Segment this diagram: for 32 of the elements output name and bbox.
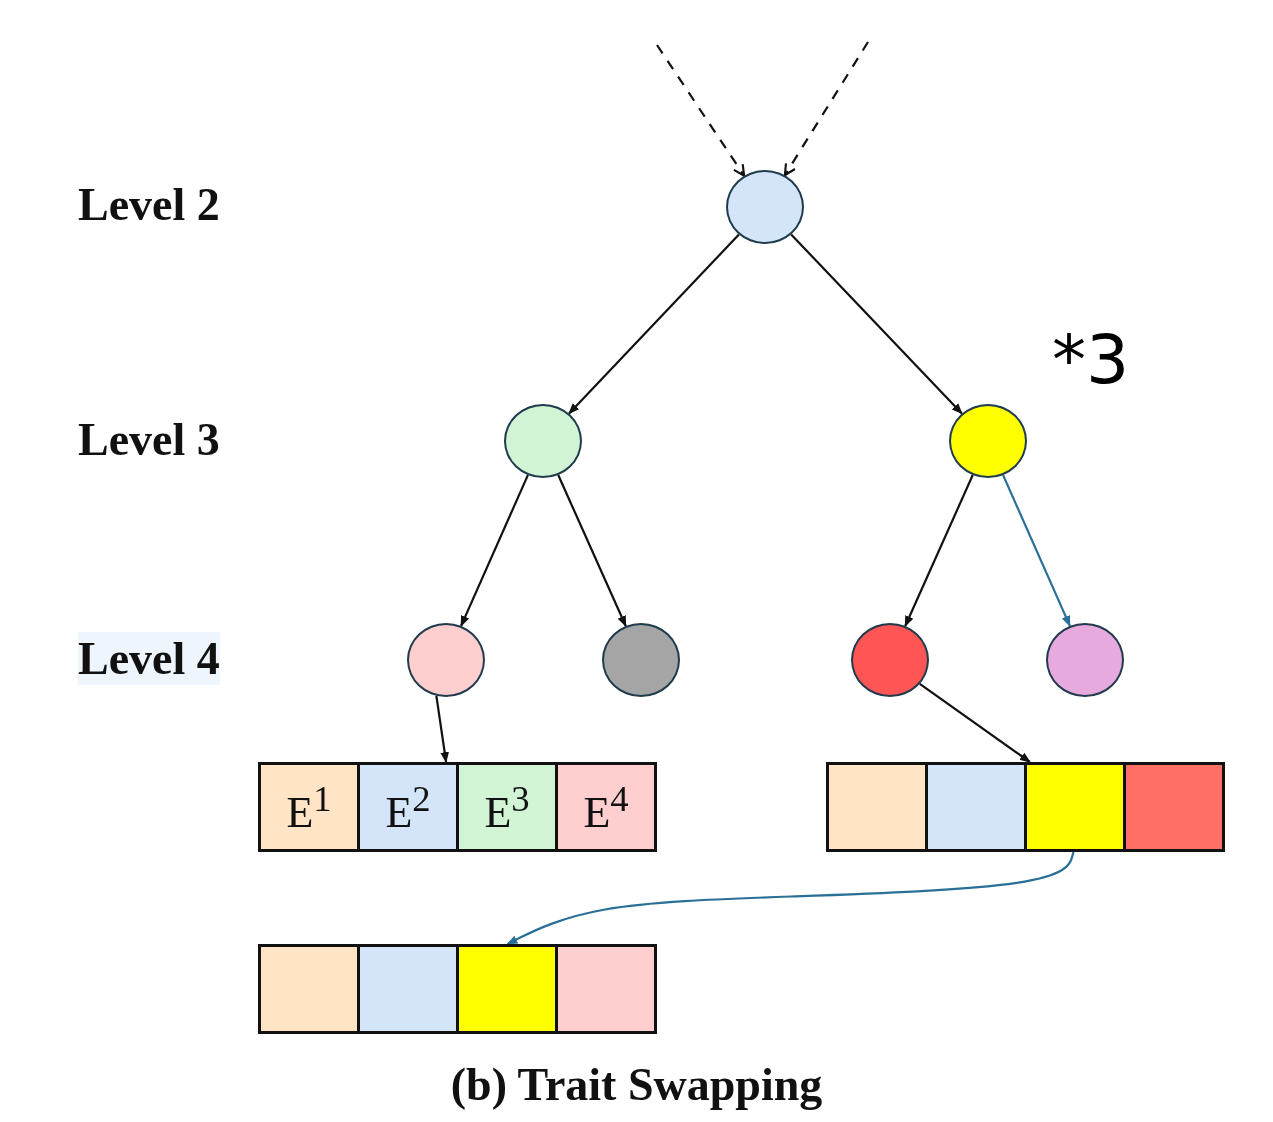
array-cell [555, 944, 657, 1034]
array-cell [456, 944, 558, 1034]
dashed-arrow [656, 44, 746, 177]
arrow [1002, 474, 1071, 627]
cell-label: E$^{1}$ [286, 776, 332, 838]
level-label: Level 2 [78, 178, 220, 231]
array-cell [925, 762, 1027, 852]
array-cell [258, 944, 360, 1034]
cell-label: E$^{4}$ [583, 776, 629, 838]
arrow [506, 851, 1075, 945]
cell-label: E$^{3}$ [484, 776, 530, 838]
arrow [557, 474, 627, 627]
level-label: Level 3 [78, 413, 220, 466]
array-cell [456, 762, 558, 852]
array-cell [357, 944, 459, 1034]
array-cell [1123, 762, 1225, 852]
array-cell [826, 762, 928, 852]
array-cell [357, 762, 459, 852]
arrow [460, 474, 529, 627]
caption: (b) Trait Swapping [450, 1059, 823, 1110]
dashed-arrow [783, 41, 869, 177]
array-cell [555, 762, 657, 852]
array-cell [1024, 762, 1126, 852]
arrow [568, 233, 740, 415]
arrow [435, 695, 449, 764]
arrow [790, 233, 963, 415]
level-label: Level 4 [78, 632, 220, 685]
cell-label: E$^{2}$ [385, 776, 431, 838]
multiplier-note: *3 [1052, 320, 1130, 399]
arrow [904, 474, 974, 627]
array-cell [258, 762, 360, 852]
arrow [919, 682, 1031, 763]
